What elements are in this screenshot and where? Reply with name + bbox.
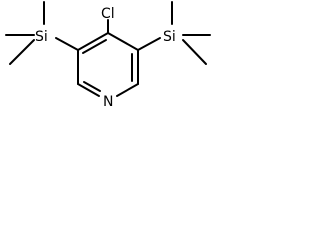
ring-bond-c2-n [77,83,100,97]
right-trimethylsilyl-group [171,1,211,65]
ring-bond-c2-n-inner [83,81,101,92]
bond-si-left-methyl-down [9,39,35,65]
bond-si-right-methyl-down [182,39,207,65]
chemical-structure: Cl Si Si N [5,1,211,110]
atom-label-silicon-left: Si [35,29,48,45]
ring-bond-c4-c3 [77,32,109,51]
pyridine-ring [77,32,139,97]
atom-label-silicon-right: Si [163,29,176,45]
bond-c5-si-right [137,37,161,51]
ring-bond-c4-c5 [107,32,139,51]
atom-label-nitrogen: N [103,94,113,110]
bond-c3-si-left [55,37,79,51]
left-trimethylsilyl-group [5,1,45,65]
ring-bond-c6-n [116,83,139,97]
atom-label-chlorine: Cl [101,6,115,22]
substituent-bonds [55,19,161,51]
ring-bond-c4-c3-inner [82,39,107,54]
